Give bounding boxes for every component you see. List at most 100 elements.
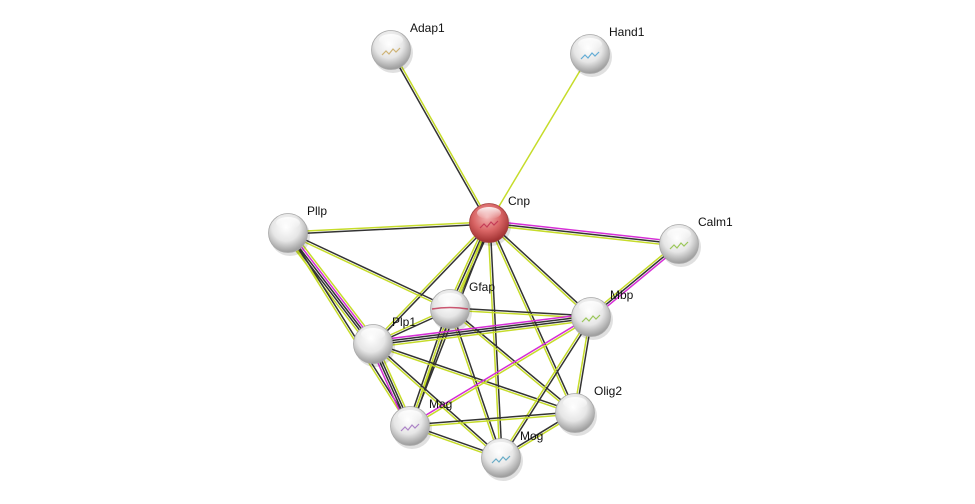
node-olig2[interactable]: Olig2 xyxy=(555,384,623,436)
node-mag[interactable]: Mag xyxy=(390,397,453,449)
node-label: Olig2 xyxy=(594,384,622,398)
node-label: Mog xyxy=(520,429,543,443)
node-highlight xyxy=(276,217,300,229)
edge-line-textmining xyxy=(371,221,489,344)
edge-line-coexpression xyxy=(450,307,592,317)
edge-line-textmining xyxy=(410,413,576,428)
node-label: Adap1 xyxy=(410,21,445,35)
edge-cnp-plp1[interactable] xyxy=(371,221,491,346)
protein-structure-icon xyxy=(581,314,601,323)
edge-pllp-plp1[interactable] xyxy=(283,229,378,348)
node-label: Calm1 xyxy=(698,215,733,229)
edge-line-textmining xyxy=(287,221,489,233)
node-mbp[interactable]: Mbp xyxy=(571,288,634,340)
edge-line-textmining xyxy=(488,224,679,247)
edge-line-coexpression xyxy=(287,232,374,345)
edge-line-experiments xyxy=(372,312,591,342)
edge-mbp-mog[interactable] xyxy=(499,316,593,459)
edge-line-coexpression xyxy=(489,222,577,413)
edge-line-coexpression xyxy=(411,309,453,427)
node-cnp[interactable]: Cnp xyxy=(469,194,531,246)
edge-line-textmining xyxy=(499,316,591,458)
node-plp1[interactable]: Plp1 xyxy=(353,315,417,367)
node-label: Gfap xyxy=(469,280,495,294)
edge-mbp-mag[interactable] xyxy=(409,315,592,428)
edge-line-coexpression xyxy=(489,221,593,317)
node-label: Plp1 xyxy=(392,315,416,329)
edge-line-textmining xyxy=(373,319,592,349)
node-highlight xyxy=(579,301,603,313)
edge-line-textmining xyxy=(488,53,591,224)
edge-line-textmining xyxy=(448,309,575,415)
edge-line-coexpression xyxy=(450,307,577,413)
edge-line-textmining xyxy=(487,223,575,414)
edge-line-coexpression xyxy=(372,315,591,344)
edge-line-coexpression xyxy=(489,222,503,458)
edge-line-coexpression xyxy=(450,308,503,458)
node-highlight xyxy=(667,228,691,240)
edge-gfap-mag[interactable] xyxy=(407,308,453,427)
node-label: Mbp xyxy=(610,288,634,302)
node-hand1[interactable]: Hand1 xyxy=(570,25,645,77)
node-highlight xyxy=(379,34,403,46)
edge-cnp-adap1[interactable] xyxy=(389,49,491,224)
edge-line-textmining xyxy=(487,223,501,459)
protein-structure-icon xyxy=(431,306,469,310)
edge-line-coexpression xyxy=(373,342,503,458)
protein-structure-icon xyxy=(669,241,689,250)
edge-line-textmining xyxy=(410,317,592,428)
node-calm1[interactable]: Calm1 xyxy=(659,215,734,267)
edge-pllp-mag[interactable] xyxy=(286,232,412,427)
edge-line-experiments xyxy=(409,315,591,426)
protein-structure-icon xyxy=(400,423,420,432)
edge-line-textmining xyxy=(287,233,450,311)
protein-structure-icon xyxy=(491,455,511,464)
edge-line-coexpression xyxy=(373,317,592,346)
edge-line-coexpression xyxy=(288,232,412,426)
edge-plp1-olig2[interactable] xyxy=(372,342,576,415)
edge-cnp-olig2[interactable] xyxy=(487,222,577,414)
protein-structure-icon xyxy=(580,51,600,60)
node-highlight xyxy=(398,410,422,422)
edge-line-textmining xyxy=(372,344,575,415)
edge-cnp-mbp[interactable] xyxy=(487,221,593,319)
edge-line-coexpression xyxy=(407,308,449,426)
edge-cnp-calm1[interactable] xyxy=(488,220,680,247)
edge-line-textmining xyxy=(286,233,410,427)
node-pllp[interactable]: Pllp xyxy=(268,204,328,256)
edge-line-textmining xyxy=(409,308,451,427)
edge-line-experiments xyxy=(489,220,680,243)
node-mog[interactable]: Mog xyxy=(481,429,544,481)
edge-line-textmining xyxy=(371,344,501,460)
edge-line-coexpression xyxy=(288,223,490,235)
protein-structure-icon xyxy=(479,220,499,229)
edge-line-textmining xyxy=(283,235,371,348)
edge-line-coexpression xyxy=(285,233,372,346)
edge-plp1-mog[interactable] xyxy=(371,342,503,460)
node-highlight xyxy=(477,207,501,219)
edge-cnp-hand1[interactable] xyxy=(488,53,591,224)
node-highlight xyxy=(361,328,385,340)
edge-cnp-mog[interactable] xyxy=(487,222,503,459)
edge-plp1-mbp[interactable] xyxy=(372,312,592,349)
node-label: Hand1 xyxy=(609,25,645,39)
node-gfap[interactable]: Gfap xyxy=(430,280,496,332)
edge-cnp-pllp[interactable] xyxy=(287,221,490,235)
node-label: Mag xyxy=(429,397,452,411)
node-highlight xyxy=(489,442,513,454)
edge-pllp-gfap[interactable] xyxy=(287,231,451,311)
edge-line-coexpression xyxy=(373,223,491,346)
edge-line-coexpression xyxy=(501,317,593,459)
edge-line-coexpression xyxy=(409,411,575,426)
edge-gfap-olig2[interactable] xyxy=(448,307,577,415)
edge-line-textmining xyxy=(290,229,378,342)
edge-mag-olig2[interactable] xyxy=(409,411,576,428)
node-adap1[interactable]: Adap1 xyxy=(371,21,446,73)
edge-line-textmining xyxy=(391,49,491,223)
edge-line-coexpression xyxy=(288,231,451,309)
node-highlight xyxy=(578,38,602,50)
edge-line-coexpression xyxy=(488,222,680,245)
edge-line-textmining xyxy=(487,223,591,319)
node-highlight xyxy=(563,397,587,409)
